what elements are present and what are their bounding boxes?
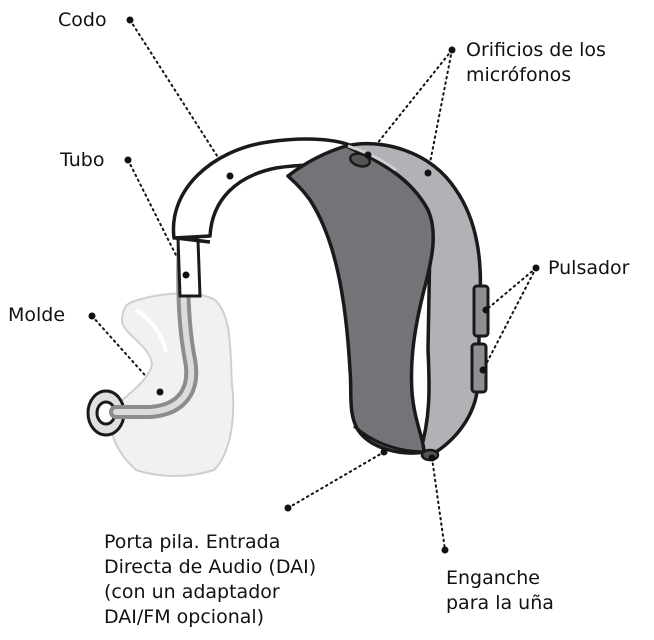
- push-button-lower: [470, 342, 488, 394]
- label-porta-pila-line-3: (con un adaptador: [104, 581, 280, 603]
- dot-molde-target: [156, 388, 164, 396]
- dot-pulsador-target-2: [479, 366, 487, 374]
- leader-microfonos-1: [367, 49, 453, 156]
- dot-microfonos-label: [448, 46, 456, 54]
- label-pulsador: Pulsador: [548, 257, 630, 279]
- tube: [109, 233, 202, 419]
- microphone-port: [348, 152, 372, 168]
- dot-enganche-label: [441, 546, 449, 554]
- leader-porta-pila: [287, 451, 385, 509]
- label-porta-pila-line-2: Directa de Audio (DAI): [104, 556, 317, 578]
- battery-door: [352, 424, 427, 454]
- tube-upper: [176, 236, 202, 298]
- leader-codo: [129, 19, 231, 177]
- dot-pulsador-label: [532, 264, 540, 272]
- dot-pulsador-target-1: [482, 306, 490, 314]
- label-microfonos: Orificios de los micrófonos: [466, 38, 606, 88]
- dot-porta-pila-target: [380, 448, 388, 456]
- label-porta-pila-line-1: Porta pila. Entrada: [104, 531, 281, 553]
- elbow-hook-ring: [175, 236, 211, 244]
- label-enganche-line-2: para la uña: [446, 592, 554, 614]
- dot-enganche-target: [428, 454, 436, 462]
- dot-codo-target: [226, 172, 234, 180]
- label-microfonos-line-1: Orificios de los: [466, 39, 606, 61]
- leader-lines: [91, 19, 537, 551]
- dot-microfonos-target-2: [424, 169, 432, 177]
- label-enganche-line-1: Enganche: [446, 567, 540, 589]
- earmold-highlight: [134, 308, 168, 353]
- leader-dots: [88, 16, 540, 554]
- label-codo: Codo: [58, 9, 107, 31]
- label-enganche: Enganche para la uña: [446, 566, 554, 616]
- dot-codo-label: [126, 16, 134, 24]
- label-microfonos-line-2: micrófonos: [466, 64, 572, 86]
- leader-pulsador-2: [482, 267, 537, 371]
- label-molde: Molde: [8, 304, 66, 326]
- label-porta-pila-line-4: DAI/FM opcional): [104, 606, 265, 628]
- dot-porta-pila-label: [284, 504, 292, 512]
- leader-pulsador-1: [485, 267, 537, 311]
- body-dark-shell: [286, 144, 435, 455]
- earmold: [86, 292, 235, 477]
- dot-microfonos-target-1: [364, 151, 372, 159]
- leader-microfonos-2: [427, 49, 453, 174]
- dot-molde-label: [88, 312, 96, 320]
- label-tubo: Tubo: [60, 149, 105, 171]
- label-porta-pila: Porta pila. Entrada Directa de Audio (DA…: [104, 530, 316, 630]
- earmold-body: [108, 292, 235, 477]
- leader-enganche: [431, 457, 446, 551]
- hearing-aid-body: [286, 141, 490, 462]
- leader-tubo: [127, 159, 187, 276]
- dot-tubo-target: [182, 271, 190, 279]
- dot-tubo-label: [124, 156, 132, 164]
